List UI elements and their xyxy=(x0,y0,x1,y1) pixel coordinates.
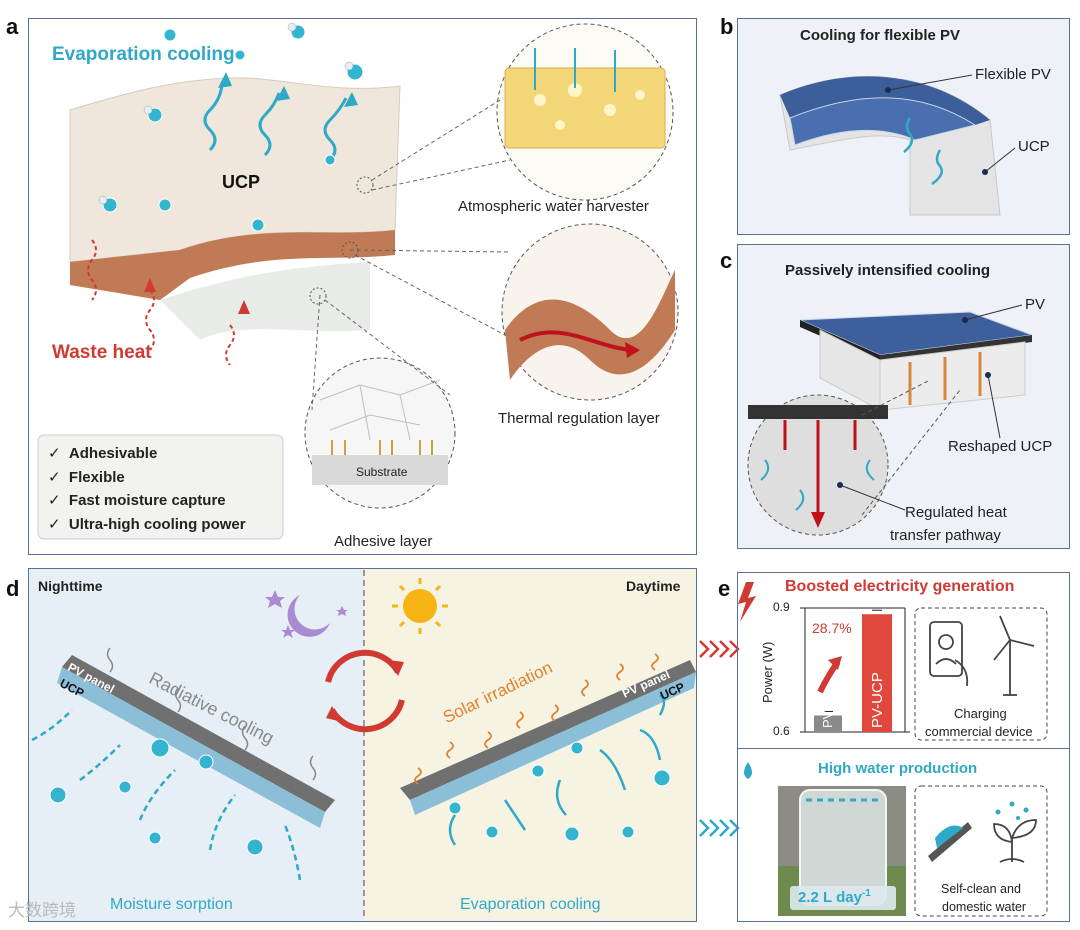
red-chevrons-icon xyxy=(699,640,740,658)
feature-list: ✓ Adhesivable ✓ Flexible ✓ Fast moisture… xyxy=(48,442,246,536)
flexible-pv-label: Flexible PV xyxy=(975,66,1051,83)
boosted-electricity-title: Boosted electricity generation xyxy=(785,578,1015,595)
panel-b-ucp-label: UCP xyxy=(1018,138,1050,155)
wind-turbine-icon xyxy=(993,615,1035,696)
panel-d xyxy=(28,568,697,922)
evaporation-cooling-label: Evaporation cooling xyxy=(52,44,235,65)
thermal-regulation-layer-label: Thermal regulation layer xyxy=(498,410,660,427)
pathway-label-line-2: transfer pathway xyxy=(890,527,1001,544)
panel-b-title: Cooling for flexible PV xyxy=(800,27,961,44)
bar-label-pv: PV xyxy=(820,710,835,728)
daytime-label: Daytime xyxy=(626,578,681,594)
ytick-max: 0.9 xyxy=(773,600,790,614)
feature-item: ✓ Flexible xyxy=(48,468,125,486)
selfclean-label-line-2: domestic water xyxy=(942,900,1027,914)
check-icon: ✓ xyxy=(48,468,61,486)
ucp-label: UCP xyxy=(222,172,261,192)
mini-panel-icon xyxy=(928,822,972,862)
water-drop-icon xyxy=(744,762,752,779)
check-icon: ✓ xyxy=(48,515,61,533)
percent-annotation: 28.7% xyxy=(812,620,852,636)
plant-icon xyxy=(993,819,1037,863)
adhesive-layer-label: Adhesive layer xyxy=(334,533,433,550)
panel-d-label: d xyxy=(6,576,20,601)
substrate-label: Substrate xyxy=(356,465,408,479)
feature-item: ✓ Adhesivable xyxy=(48,445,158,462)
ytick-min: 0.6 xyxy=(773,724,790,738)
feature-item: ✓ Ultra-high cooling power xyxy=(48,515,246,533)
charging-label-line-1: Charging xyxy=(954,706,1007,721)
water-production-title: High water production xyxy=(818,760,978,777)
bar-label-pv-ucp: PV-UCP xyxy=(869,672,886,728)
check-icon: ✓ xyxy=(48,445,61,462)
y-axis-label: Power (W) xyxy=(760,641,775,703)
panel-b-label: b xyxy=(720,14,734,39)
water-rate-label: 2.2 L day-1 xyxy=(798,888,871,906)
atmospheric-water-harvester-label: Atmospheric water harvester xyxy=(458,198,649,215)
charging-label-line-2: commercial device xyxy=(925,724,1033,739)
waste-heat-label: Waste heat xyxy=(52,342,152,363)
phone-icon xyxy=(929,621,969,687)
moisture-sorption-label: Moisture sorption xyxy=(110,896,233,913)
check-icon: ✓ xyxy=(48,492,61,509)
nighttime-label: Nighttime xyxy=(38,578,103,594)
selfclean-label-line-1: Self-clean and xyxy=(941,882,1021,896)
panel-e xyxy=(737,572,1070,922)
bar-pv xyxy=(814,715,842,732)
feature-item: ✓ Fast moisture capture xyxy=(48,492,226,509)
panel-e-divider xyxy=(738,748,1069,749)
panel-e-label: e xyxy=(718,576,731,601)
panel-c-title: Passively intensified cooling xyxy=(785,262,991,279)
lightning-icon xyxy=(738,582,756,622)
panel-c-label: c xyxy=(720,248,733,273)
bar-pv-ucp xyxy=(862,614,892,732)
evaporation-cooling-day-label: Evaporation cooling xyxy=(460,896,601,913)
watermark: 大数跨境 xyxy=(8,901,76,920)
pathway-label-line-1: Regulated heat xyxy=(905,504,1007,521)
pv-label: PV xyxy=(1025,296,1046,313)
teal-chevrons-icon xyxy=(699,819,740,837)
reshaped-ucp-label: Reshaped UCP xyxy=(948,438,1053,455)
panel-a-label: a xyxy=(6,14,19,39)
